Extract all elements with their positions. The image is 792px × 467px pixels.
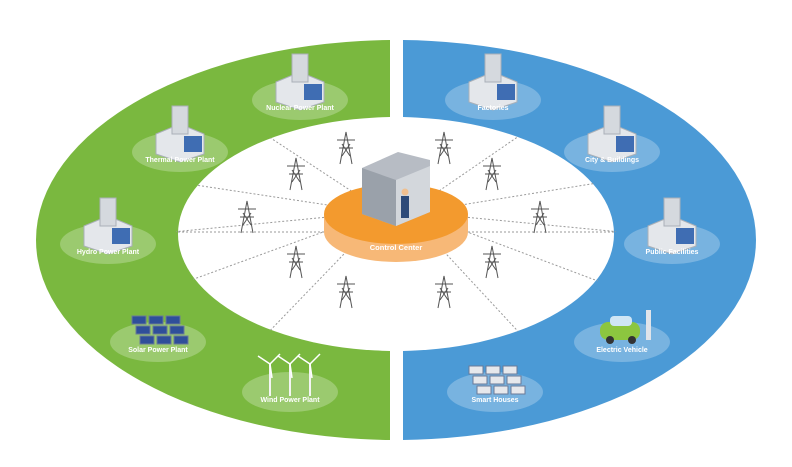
node-factories[interactable]: Factories <box>445 53 541 120</box>
pylons <box>238 131 549 309</box>
smart-house-icon <box>468 365 526 395</box>
city-buildings-icon <box>587 105 637 163</box>
public-facility-icon <box>647 197 697 255</box>
factory-icon <box>468 53 518 111</box>
transmission-line <box>270 242 356 331</box>
pylon-icon <box>337 275 355 309</box>
node-label: Factories <box>477 105 508 112</box>
control-center-label: Control Center <box>370 243 423 252</box>
transmission-line <box>435 242 519 332</box>
node-label: Thermal Power Plant <box>145 157 215 164</box>
node-label: Hydro Power Plant <box>77 249 140 256</box>
pylon-icon <box>287 245 305 279</box>
node-hydro-power-plant[interactable]: Hydro Power Plant <box>60 197 156 264</box>
transmission-line <box>467 216 616 233</box>
control-center[interactable]: Control Center <box>324 152 468 262</box>
pylon-icon <box>337 131 355 165</box>
node-city-buildings[interactable]: City & Buildings <box>564 105 660 172</box>
transmission-line <box>175 216 325 233</box>
thermal-plant-icon <box>155 105 205 163</box>
node-label: Solar Power Plant <box>128 347 188 354</box>
supply-ring <box>36 40 390 440</box>
node-label: City & Buildings <box>585 157 639 164</box>
transmission-line <box>435 136 519 194</box>
electric-car-icon <box>600 310 651 344</box>
node-electric-vehicle[interactable]: Electric Vehicle <box>574 310 670 362</box>
node-label: Nuclear Power Plant <box>266 105 334 112</box>
node-solar-power-plant[interactable]: Solar Power Plant <box>110 315 206 362</box>
pylon-icon <box>287 157 305 191</box>
node-thermal-power-plant[interactable]: Thermal Power Plant <box>132 105 228 172</box>
server-rack-operator-icon <box>362 152 430 226</box>
nuclear-plant-icon <box>275 53 325 111</box>
pylon-icon <box>531 200 549 234</box>
pylon-icon <box>483 157 501 191</box>
transmission-lines <box>175 136 616 332</box>
transmission-line <box>460 182 595 206</box>
node-label: Electric Vehicle <box>596 347 647 354</box>
node-public-facilities[interactable]: Public Facilities <box>624 197 720 264</box>
transmission-line <box>270 137 356 194</box>
hydro-dam-icon <box>83 197 133 255</box>
solar-panel-icon <box>131 315 189 345</box>
pylon-icon <box>483 245 501 279</box>
pylon-icon <box>435 275 453 309</box>
transmission-line <box>196 184 331 206</box>
node-nuclear-power-plant[interactable]: Nuclear Power Plant <box>252 53 348 120</box>
demand-ring <box>403 40 756 440</box>
node-label: Public Facilities <box>646 249 699 256</box>
node-smart-houses[interactable]: Smart Houses <box>447 365 543 412</box>
transmission-line <box>461 229 598 282</box>
pylon-icon <box>238 200 256 234</box>
node-wind-power-plant[interactable]: Wind Power Plant <box>242 353 338 412</box>
node-label: Smart Houses <box>471 397 518 404</box>
node-label: Wind Power Plant <box>260 397 320 404</box>
wind-turbine-icon <box>257 353 321 396</box>
pylon-icon <box>435 131 453 165</box>
transmission-line <box>192 229 330 280</box>
